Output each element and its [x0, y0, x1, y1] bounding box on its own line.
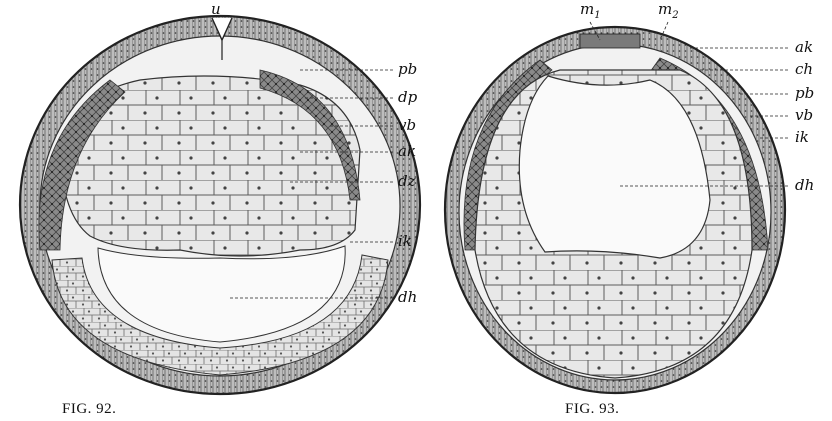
fig92-label-vb: vb — [398, 116, 416, 134]
fig93-label-m2: m2 — [658, 0, 679, 21]
fig93-label-ak: ak — [795, 38, 813, 56]
fig93-label-ik: ik — [795, 128, 809, 146]
fig92-label-ak: ak — [398, 142, 416, 160]
fig92-label-dp: dp — [398, 88, 418, 106]
fig92-caption: FIG. 92. — [62, 401, 116, 417]
figure-92: u pb dp vb ak dz ik dh FIG. 92. — [20, 0, 420, 417]
fig93-label-vb: vb — [795, 106, 813, 124]
fig92-label-dz: dz — [398, 172, 416, 190]
fig92-label-u: u — [211, 0, 221, 18]
fig93-label-m1: m1 — [580, 0, 601, 21]
fig93-label-pb: pb — [795, 84, 814, 102]
fig93-label-dh: dh — [795, 176, 814, 194]
fig93-caption: FIG. 93. — [565, 401, 619, 417]
fig92-label-dh: dh — [398, 288, 417, 306]
fig93-label-ch: ch — [795, 60, 813, 78]
fig93-chorda — [580, 34, 640, 48]
figure-93: m1 m2 ak ch pb vb ik dh FIG. 93. — [445, 0, 814, 417]
fig92-label-pb: pb — [398, 60, 417, 78]
fig92-label-ik: ik — [398, 232, 412, 250]
